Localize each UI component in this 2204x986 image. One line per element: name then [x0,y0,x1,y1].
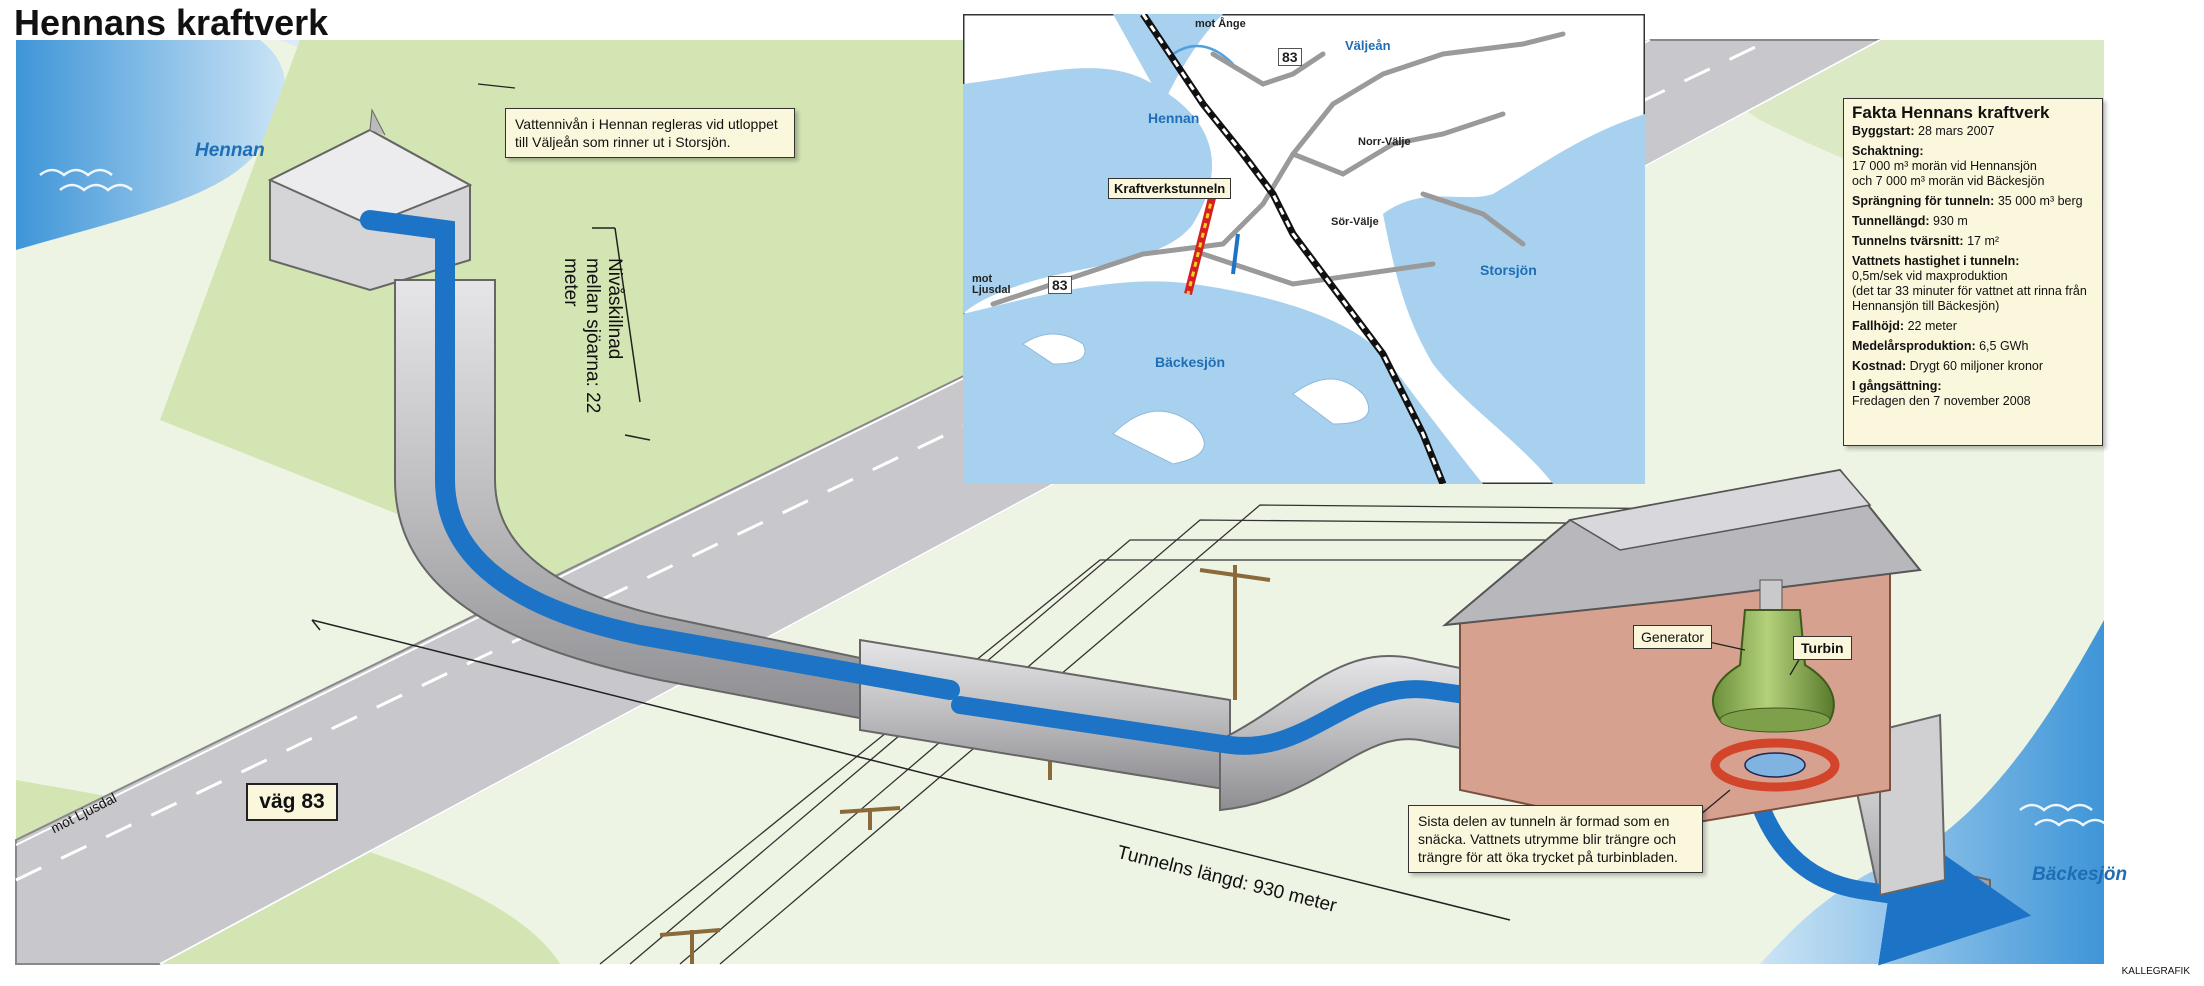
map-label-norr-valje: Norr-Välje [1358,136,1411,148]
lake-hennan [16,40,286,250]
fact-byggstart: Byggstart: 28 mars 2007 [1852,124,1995,138]
note-water-level: Vattennivån i Hennan regleras vid utlopp… [505,108,795,158]
page-title: Hennans kraftverk [14,2,329,43]
turbine [1710,738,1840,792]
fact-fallhojd: Fallhöjd: 22 meter [1852,319,1957,333]
map-label-hennan: Hennan [1148,110,1200,126]
fact-igangsattning: I gångsättning:Fredagen den 7 november 2… [1852,379,2031,408]
credit: KALLEGRAFIK [2121,966,2190,977]
map-label-backesjon: Bäckesjön [1155,354,1226,370]
fact-sprangning: Sprängning för tunneln: 35 000 m³ berg [1852,194,2083,208]
note-snail: Sista delen av tunneln är formad som en … [1408,805,1703,873]
facts-box: Fakta Hennans kraftverk Byggstart: 28 ma… [1843,98,2103,446]
map-label-sor-valje: Sör-Välje [1331,216,1379,228]
label-level-difference: Nivåskillnad mellan sjöarna: 22 meter [560,258,625,414]
map-road-83-top: 83 [1278,48,1302,66]
outlet-structure [1879,713,1947,897]
label-backesjon: Bäckesjön [2032,864,2128,885]
label-turbin: Turbin [1793,636,1852,660]
fact-tunnellangd: Tunnellängd: 930 m [1852,214,1968,228]
fact-medelarsproduktion: Medelårsproduktion: 6,5 GWh [1852,339,2029,353]
map-label-tunnel: Kraftverkstunneln [1108,178,1232,199]
road-sign-vag-83: väg 83 [246,783,338,821]
map-label-storsjon: Storsjön [1480,262,1537,278]
label-hennan: Hennan [195,140,265,161]
fact-schaktning: Schaktning:17 000 m³ morän vid Hennansjö… [1852,144,2045,188]
facts-heading: Fakta Hennans kraftverk [1852,103,2050,122]
map-lake-backesjon [963,281,1483,484]
map-road-83-left: 83 [1048,276,1072,294]
fact-hastighet: Vattnets hastighet i tunneln:0,5m/sek vi… [1852,254,2087,313]
fact-kostnad: Kostnad: Drygt 60 miljoner kronor [1852,359,2044,373]
map-lake-storsjon [1383,114,1645,484]
map-label-valjean: Väljeån [1345,38,1391,53]
generator [1711,579,1835,733]
inset-map [963,14,1645,484]
label-generator: Generator [1633,625,1713,649]
map-label-mot-ange: mot Ånge [1195,18,1246,30]
fact-tvarsnitt: Tunnelns tvärsnitt: 17 m² [1852,234,2000,248]
map-label-mot-ljusdal: mot Ljusdal [972,273,1011,296]
